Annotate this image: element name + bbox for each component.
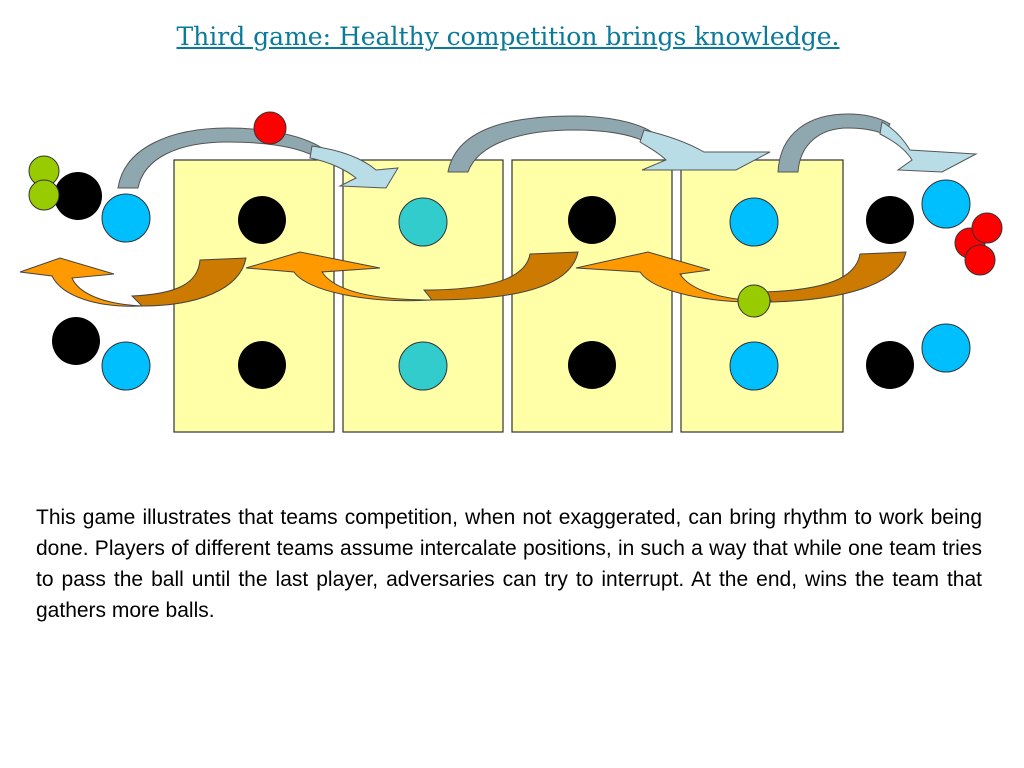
pass-arrow-icon — [245, 251, 433, 302]
player-circle-icon — [238, 196, 286, 244]
team-blue-players — [101, 179, 971, 391]
player-circle-icon — [398, 197, 448, 247]
player-circle-icon — [921, 323, 971, 373]
player-circle-icon — [921, 179, 971, 229]
player-circle-icon — [568, 196, 616, 244]
pass-arrow-icon — [19, 257, 143, 307]
pass-arrow-icon — [879, 121, 978, 173]
player-circle-icon — [54, 172, 102, 220]
pass-arrow-icon — [422, 251, 579, 301]
pass-arrow-icon — [309, 145, 399, 189]
page-title: Third game: Healthy competition brings k… — [176, 22, 840, 51]
player-circle-icon — [568, 341, 616, 389]
game-diagram — [19, 111, 1003, 433]
player-circle-icon — [101, 193, 151, 243]
player-circle-icon — [729, 341, 779, 391]
team-black-players — [52, 172, 914, 389]
ball-icon — [971, 212, 1003, 244]
ball-icon — [253, 111, 287, 145]
bottom-pass-arrows — [19, 251, 907, 307]
balls — [28, 111, 1003, 318]
player-circle-icon — [52, 317, 100, 365]
pass-arrow-icon — [130, 257, 247, 307]
player-circle-icon — [398, 341, 448, 391]
pass-arrow-icon — [575, 251, 773, 303]
player-circle-icon — [866, 196, 914, 244]
pass-arrow-icon — [762, 251, 907, 303]
player-circle-icon — [866, 341, 914, 389]
player-circle-icon — [729, 197, 779, 247]
ball-icon — [737, 284, 771, 318]
top-pass-arrows — [117, 113, 978, 189]
ball-icon — [964, 244, 996, 276]
pass-arrow-icon — [639, 129, 771, 171]
player-circle-icon — [238, 341, 286, 389]
ball-icon — [28, 179, 60, 211]
description-text: This game illustrates that teams competi… — [36, 506, 982, 622]
player-circle-icon — [101, 341, 151, 391]
